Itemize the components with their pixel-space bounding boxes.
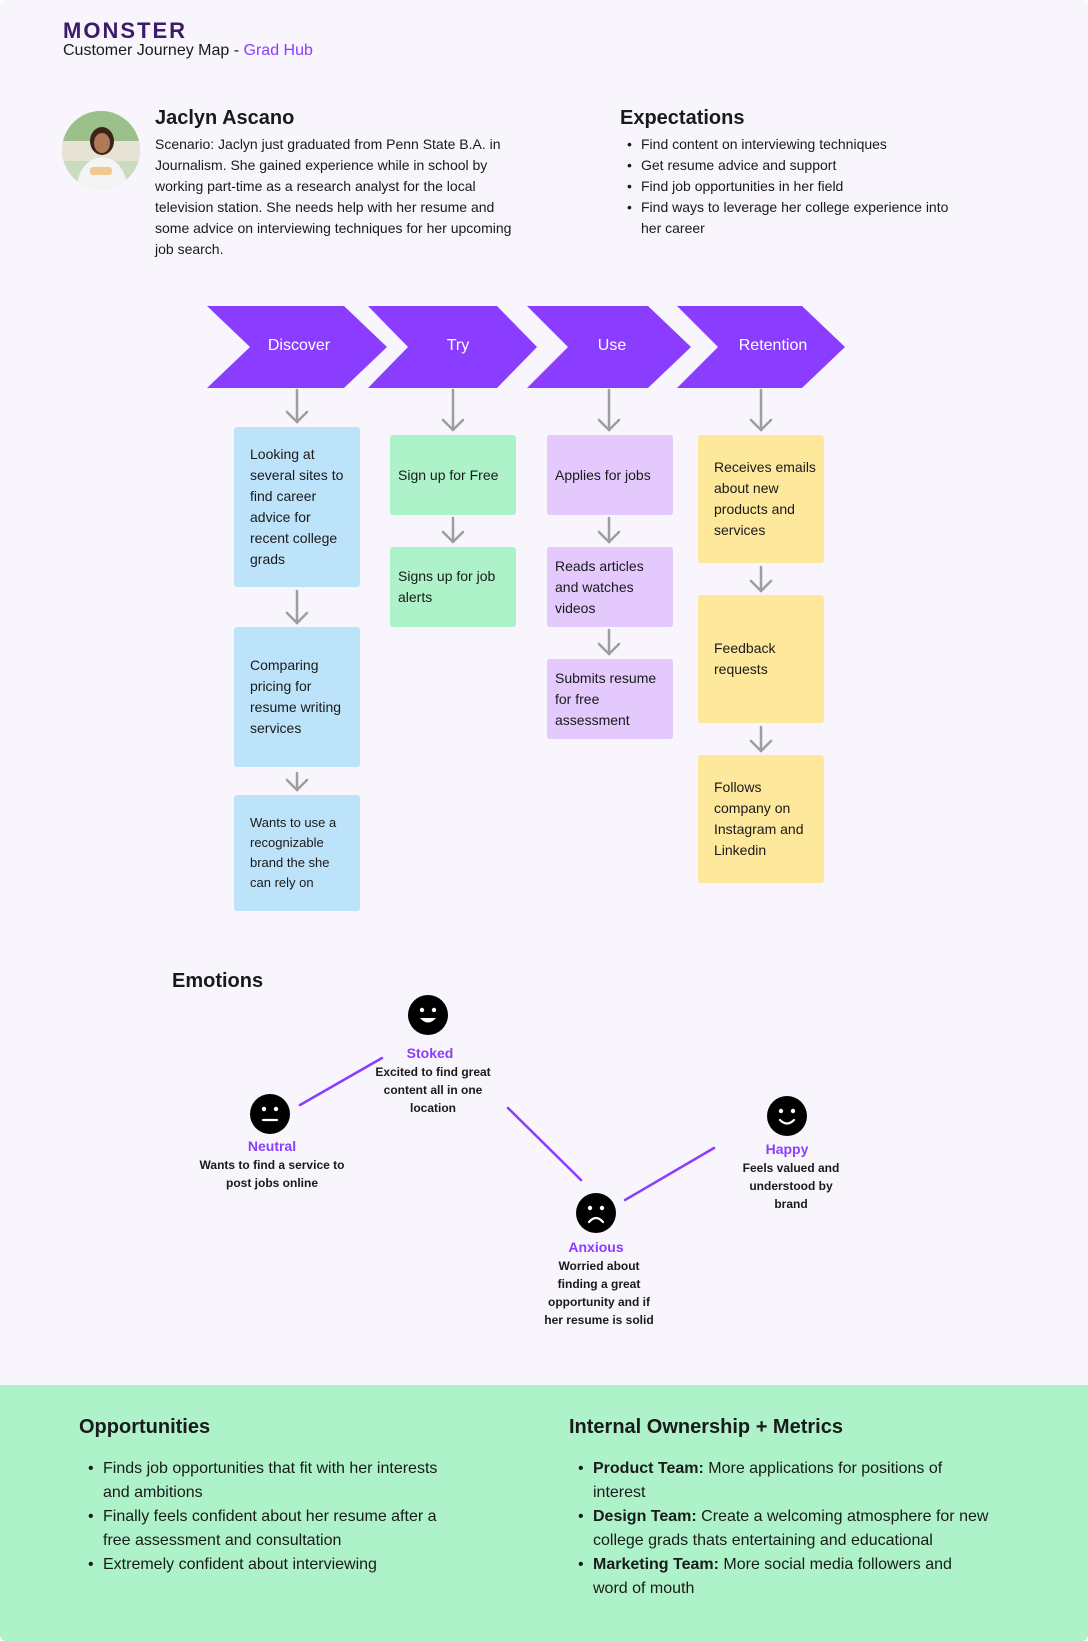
emotions-title: Emotions [172, 970, 264, 992]
expectation-item: Find content on interviewing techniques [620, 134, 960, 155]
stage-label-retention: Retention [738, 337, 808, 354]
emotion-desc-stoked: Excited to find great content all in one… [375, 1065, 491, 1115]
sad-face-icon [576, 1193, 616, 1233]
ownership-title: Internal Ownership + Metrics [569, 1416, 843, 1438]
ownership-text: More applications for positions of inter… [593, 1460, 943, 1501]
neutral-face-icon [250, 1094, 290, 1134]
discover-step-2: Comparing pricing for resume writing ser… [234, 627, 360, 767]
expectation-item: Get resume advice and support [620, 155, 960, 176]
expectations-list: Find content on interviewing techniques … [620, 134, 960, 239]
page-subtitle: Customer Journey Map - Grad Hub [63, 42, 313, 60]
ownership-text: More social media followers and word of … [593, 1556, 952, 1597]
logo-text: MONSTER [63, 18, 187, 43]
ownership-team: Product Team: [593, 1460, 704, 1477]
arrow-down-icon [285, 771, 309, 792]
arrow-down-icon [597, 388, 621, 432]
arrow-down-icon [441, 516, 465, 544]
try-step-2: Signs up for job alerts [390, 547, 516, 627]
emotion-name-stoked: Stoked [406, 1045, 454, 1061]
discover-step-3: Wants to use a recognizable brand the sh… [234, 795, 360, 911]
expectation-item: Find ways to leverage her college experi… [620, 197, 960, 239]
use-step-3: Submits resume for free assessment [547, 659, 673, 739]
arrow-down-icon [749, 725, 773, 753]
ownership-text: Create a welcoming atmosphere for new co… [593, 1508, 989, 1549]
smile-face-icon [767, 1096, 807, 1136]
use-step-2: Reads articles and watches videos [547, 547, 673, 627]
emotion-name-neutral: Neutral [247, 1138, 297, 1154]
ownership-list: Product Team: More applications for posi… [569, 1457, 989, 1601]
discover-step-1: Looking at several sites to find career … [234, 427, 360, 587]
ownership-item: Marketing Team: More social media follow… [569, 1553, 989, 1601]
emotion-desc-anxious: Worried about finding a great opportunit… [544, 1259, 654, 1327]
ownership-item: Product Team: More applications for posi… [569, 1457, 989, 1505]
persona-photo-icon [62, 111, 140, 189]
grin-face-icon [408, 995, 448, 1035]
subtitle-prefix: Customer Journey Map - [63, 42, 244, 59]
arrow-down-icon [749, 565, 773, 593]
expectations-title: Expectations [620, 107, 745, 129]
stage-label-discover: Discover [267, 337, 331, 354]
arrow-down-icon [285, 589, 309, 625]
retention-step-3: Follows company on Instagram and Linkedi… [698, 755, 824, 883]
ownership-team: Design Team: [593, 1508, 697, 1525]
emotion-desc-happy: Feels valued and understood by brand [742, 1161, 840, 1211]
persona-name: Jaclyn Ascano [155, 107, 295, 129]
emotion-name-anxious: Anxious [568, 1239, 624, 1255]
arrow-down-icon [749, 388, 773, 432]
opportunity-item: Finally feels confident about her resume… [79, 1505, 439, 1553]
ownership-team: Marketing Team: [593, 1556, 719, 1573]
emotion-link [298, 1056, 384, 1107]
persona-scenario: Scenario: Jaclyn just graduated from Pen… [155, 136, 512, 257]
emotion-link [623, 1146, 716, 1202]
emotion-name-happy: Happy [765, 1141, 809, 1157]
subtitle-accent: Grad Hub [243, 42, 313, 59]
persona-avatar [62, 111, 140, 189]
emotion-desc-neutral: Wants to find a service to post jobs onl… [199, 1158, 345, 1190]
retention-step-1: Receives emails about new products and s… [698, 435, 824, 563]
retention-step-2: Feedback requests [698, 595, 824, 723]
ownership-item: Design Team: Create a welcoming atmosphe… [569, 1505, 989, 1553]
arrow-down-icon [597, 516, 621, 544]
opportunity-item: Finds job opportunities that fit with he… [79, 1457, 439, 1505]
arrow-down-icon [441, 388, 465, 432]
monster-logo: MONSTER [63, 18, 187, 44]
opportunities-title: Opportunities [79, 1416, 211, 1438]
arrow-down-icon [285, 388, 309, 424]
expectation-item: Find job opportunities in her field [620, 176, 960, 197]
emotion-link [506, 1106, 583, 1182]
arrow-down-icon [597, 628, 621, 656]
stage-label-use: Use [597, 337, 627, 354]
opportunities-list: Finds job opportunities that fit with he… [79, 1457, 439, 1577]
opportunity-item: Extremely confident about interviewing [79, 1553, 439, 1577]
use-step-1: Applies for jobs [547, 435, 673, 515]
stage-label-try: Try [446, 337, 470, 354]
try-step-1: Sign up for Free [390, 435, 516, 515]
